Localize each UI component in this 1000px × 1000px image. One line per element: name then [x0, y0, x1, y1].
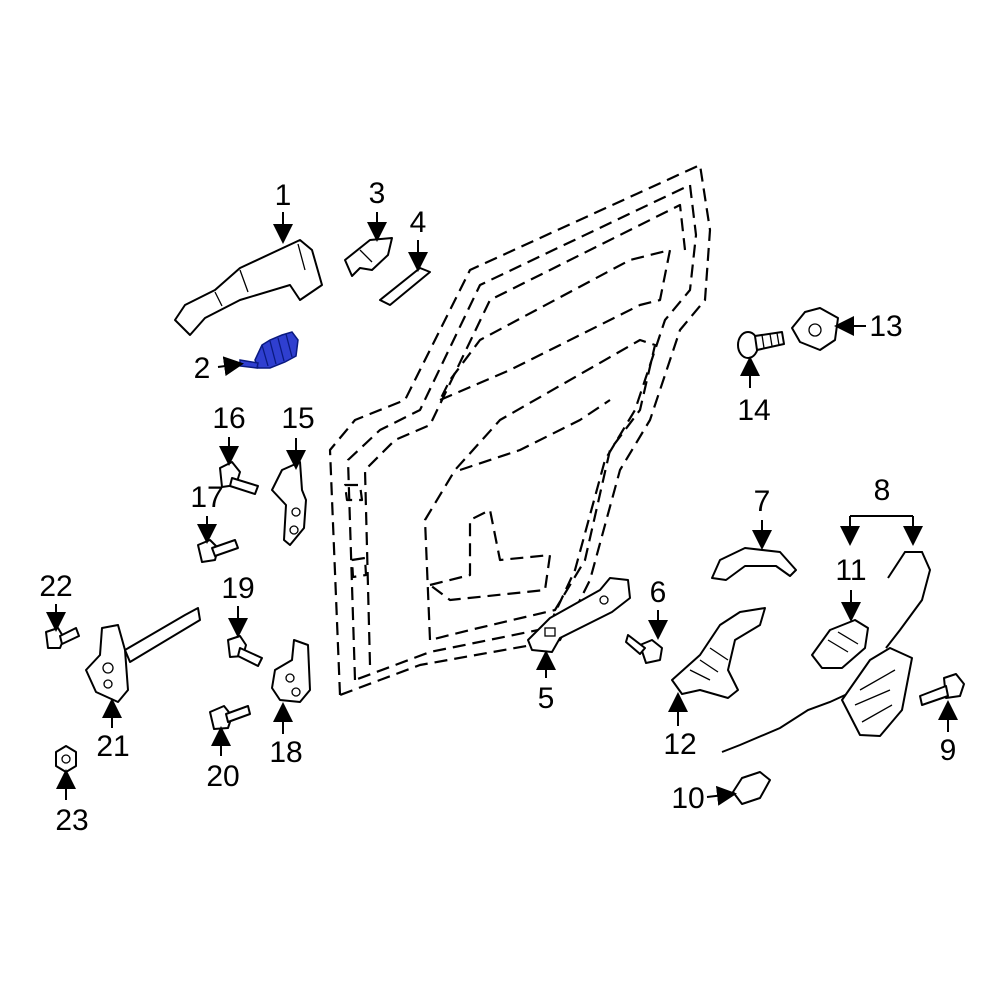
callout-8: 8 [874, 474, 891, 507]
callout-12: 12 [663, 728, 696, 761]
callout-23: 23 [55, 804, 88, 837]
latch-housing [671, 607, 766, 699]
callout-1: 1 [275, 179, 292, 212]
lock-bolt [919, 673, 965, 706]
callout-15: 15 [281, 402, 314, 435]
hinge-bolt-19 [227, 635, 263, 667]
handle-cap [344, 237, 393, 277]
callout-5: 5 [538, 682, 555, 715]
callout-3: 3 [369, 177, 386, 210]
check-nut [55, 745, 77, 773]
cable-clip [732, 771, 771, 805]
outside-door-handle [174, 239, 323, 336]
callout-9: 9 [940, 734, 957, 767]
callout-19: 19 [221, 572, 254, 605]
door-check [85, 607, 201, 703]
callout-14: 14 [737, 394, 770, 427]
leader-arrows [46, 212, 958, 806]
callout-20: 20 [206, 760, 239, 793]
upper-hinge [271, 461, 307, 546]
callout-17: 17 [190, 481, 223, 514]
lock-cable [721, 551, 932, 753]
callout-16: 16 [212, 402, 245, 435]
handle-spring [239, 331, 299, 369]
handle-reinforcement [711, 547, 797, 581]
callout-6: 6 [650, 576, 667, 609]
callout-21: 21 [96, 730, 129, 763]
callout-22: 22 [39, 570, 72, 603]
bracket-bolt [625, 634, 663, 664]
callout-18: 18 [269, 736, 302, 769]
handle-gasket [379, 267, 431, 306]
check-bolt [45, 627, 80, 649]
lock-actuator [811, 619, 869, 669]
hinge-bolt-upper [219, 461, 259, 495]
door-striker [791, 307, 839, 351]
callout-2: 2 [194, 352, 211, 385]
hinge-bolt-lower [197, 539, 239, 563]
handle-bracket [527, 577, 631, 653]
callout-11: 11 [835, 554, 866, 587]
door-lock-assembly [841, 647, 913, 737]
callout-labels: 1 2 3 4 5 6 7 8 9 10 11 12 13 14 15 16 1… [39, 177, 956, 837]
callout-13: 13 [869, 310, 902, 343]
callout-10: 10 [671, 782, 704, 815]
hinge-bolt-20 [209, 705, 251, 730]
callout-4: 4 [410, 206, 427, 239]
lower-hinge [271, 639, 311, 703]
callout-7: 7 [754, 485, 771, 518]
striker-screw [737, 331, 785, 359]
